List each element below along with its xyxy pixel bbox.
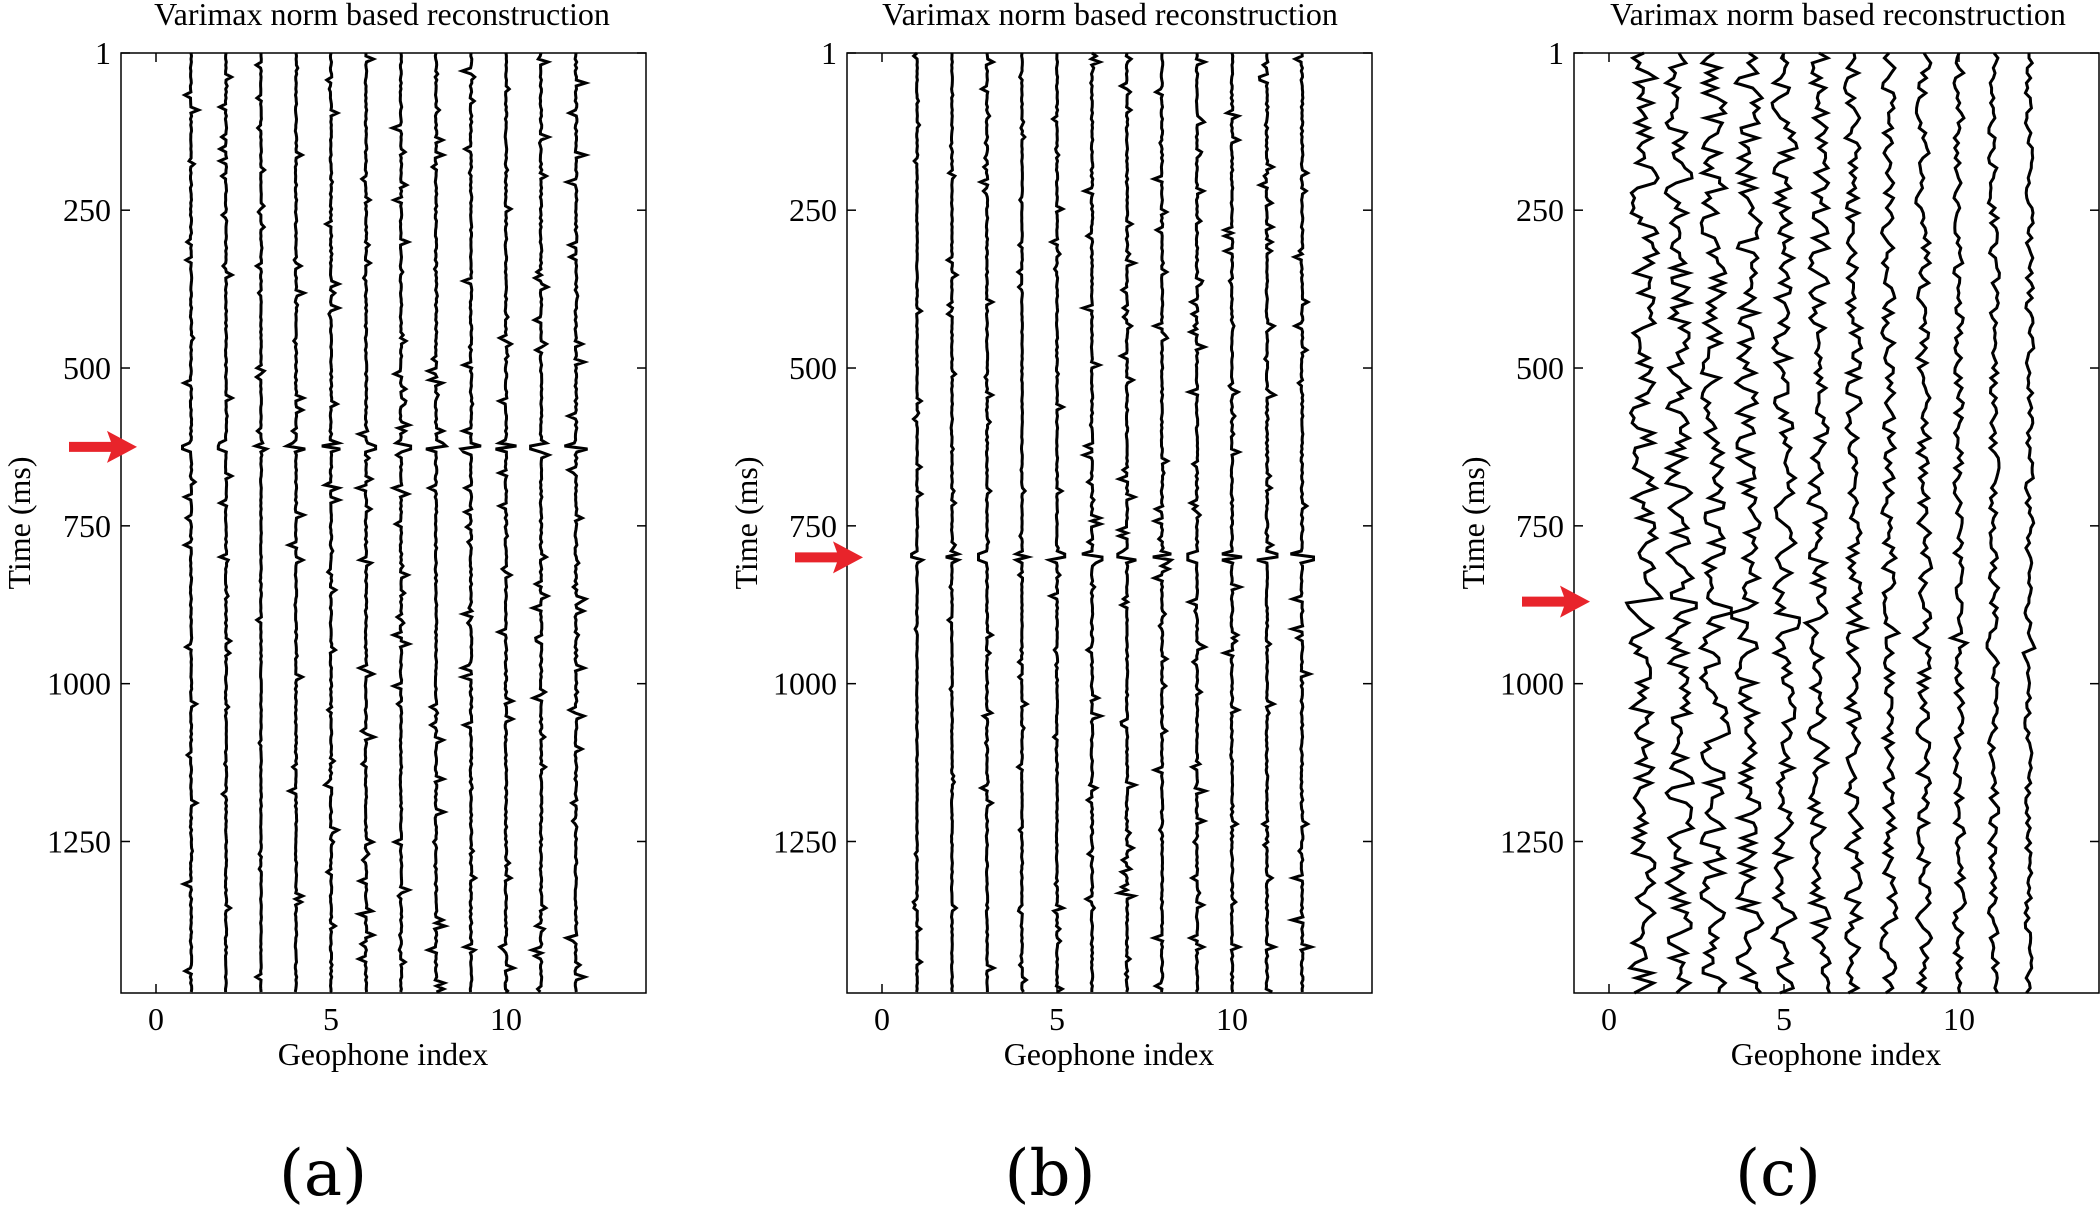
panel-b-trace-2 (944, 53, 963, 993)
panel-c-trace-1 (1624, 51, 1665, 995)
panel-b-ytick-label-0: 1 (821, 35, 837, 71)
panel-a-trace-6 (352, 52, 379, 993)
panel-a-ytick-label-5: 1250 (47, 823, 111, 859)
panel-b-trace-12 (1286, 52, 1317, 993)
panel-c-x-axis-label: Geophone index (1731, 1036, 1942, 1072)
panel-b-traces (910, 51, 1317, 994)
panel-c-ytick-label-1: 250 (1516, 192, 1564, 228)
panel-a-traces (179, 52, 591, 994)
panel-b-xtick-label-1: 5 (1049, 1001, 1065, 1037)
panel-c-trace-11 (1985, 52, 2001, 994)
panel-b-trace-3 (976, 52, 998, 992)
panel-b-trace-4 (1011, 52, 1034, 993)
panel-b-ytick-label-5: 1250 (773, 823, 837, 859)
panel-c-xtick-label-2: 10 (1943, 1001, 1975, 1037)
panel-b: Varimax norm based reconstruction 125050… (728, 0, 1373, 1211)
panel-a-trace-7 (388, 52, 414, 993)
panel-c-plot-frame (1573, 52, 2100, 994)
panel-c-traces (1624, 51, 2037, 995)
panel-b-xtick-label-2: 10 (1216, 1001, 1248, 1037)
panel-c-ytick-label-2: 500 (1516, 350, 1564, 386)
panel-b-title: Varimax norm based reconstruction (882, 0, 1338, 32)
panel-a-xtick-label-0: 0 (148, 1001, 164, 1037)
panel-b-trace-6 (1078, 51, 1106, 992)
panel-a-trace-11 (527, 52, 553, 994)
panel-c-trace-4 (1730, 51, 1765, 994)
panel-b-red-arrow (795, 541, 863, 574)
panel-c-trace-3 (1697, 51, 1733, 994)
panel-c-trace-8 (1879, 51, 1902, 995)
panel-a: Varimax norm based reconstruction 125050… (1, 0, 647, 1211)
panel-b-x-axis-label: Geophone index (1004, 1036, 1215, 1072)
panel-a-arrow-shape (69, 430, 137, 463)
panel-b-trace-10 (1219, 52, 1246, 993)
panel-a-trace-1 (179, 52, 203, 993)
panel-a-x-ticks: 0 5 10 (148, 53, 522, 1037)
panel-a-x-axis-label: Geophone index (278, 1036, 489, 1072)
panel-c-trace-9 (1911, 52, 1934, 994)
panel-b-trace-8 (1149, 52, 1175, 993)
panel-c-xtick-label-1: 5 (1776, 1001, 1792, 1037)
panel-c: Varimax norm based reconstruction 125050… (1455, 0, 2100, 1211)
panel-b-trace-9 (1184, 52, 1211, 993)
panel-a-trace-8 (423, 52, 451, 994)
panel-c-ytick-label-5: 1250 (1500, 823, 1564, 859)
panel-a-ytick-label-0: 1 (95, 35, 111, 71)
panel-a-trace-4 (281, 52, 309, 993)
panel-b-trace-5 (1044, 52, 1068, 994)
panel-a-label: (a) (279, 1137, 367, 1211)
panel-a-y-axis-label: Time (ms) (1, 456, 37, 589)
panel-c-y-axis-label: Time (ms) (1455, 456, 1491, 589)
panel-a-ytick-label-1: 250 (63, 192, 111, 228)
panel-c-x-ticks: 0 5 10 (1601, 53, 1975, 1037)
panel-a-ytick-label-2: 500 (63, 350, 111, 386)
panel-a-ytick-label-3: 750 (63, 508, 111, 544)
panel-c-ytick-label-0: 1 (1548, 35, 1564, 71)
panel-b-ytick-label-3: 750 (789, 508, 837, 544)
panel-a-plot-frame (120, 52, 647, 994)
panel-b-trace-7 (1113, 52, 1140, 993)
panel-c-trace-10 (1947, 52, 1971, 994)
panel-c-trace-12 (2021, 53, 2037, 994)
panel-b-ytick-label-4: 1000 (773, 666, 837, 702)
panel-a-trace-9 (457, 52, 482, 993)
panel-c-ytick-label-4: 1000 (1500, 666, 1564, 702)
panel-b-ytick-label-2: 500 (789, 350, 837, 386)
panel-b-y-axis-label: Time (ms) (728, 456, 764, 589)
panel-a-xtick-label-2: 10 (490, 1001, 522, 1037)
panel-c-trace-2 (1662, 52, 1698, 995)
panel-a-red-arrow (69, 430, 137, 463)
panel-a-trace-12 (562, 52, 591, 993)
panel-b-trace-1 (910, 51, 927, 993)
panel-c-trace-7 (1842, 52, 1871, 995)
panel-c-title: Varimax norm based reconstruction (1610, 0, 2066, 32)
panel-b-label: (b) (1005, 1137, 1096, 1211)
panel-c-label: (c) (1735, 1137, 1821, 1211)
panel-b-ytick-label-1: 250 (789, 192, 837, 228)
panel-c-ytick-label-3: 750 (1516, 508, 1564, 544)
panel-b-arrow-shape (795, 541, 863, 574)
panel-b-x-ticks: 0 5 10 (874, 53, 1248, 1037)
panel-b-trace-11 (1255, 52, 1280, 994)
panel-a-xtick-label-1: 5 (323, 1001, 339, 1037)
panel-c-red-arrow (1522, 585, 1590, 618)
panel-b-xtick-label-0: 0 (874, 1001, 890, 1037)
panel-a-trace-5 (320, 52, 345, 992)
panel-a-trace-2 (216, 52, 236, 993)
panel-a-trace-10 (494, 52, 519, 994)
panel-a-title: Varimax norm based reconstruction (154, 0, 610, 32)
panel-c-trace-5 (1769, 52, 1801, 995)
panel-c-xtick-label-0: 0 (1601, 1001, 1617, 1037)
panel-a-trace-3 (251, 53, 271, 993)
panel-c-arrow-shape (1522, 585, 1590, 618)
panel-a-ytick-label-4: 1000 (47, 666, 111, 702)
panel-c-trace-6 (1802, 51, 1832, 994)
panel-b-plot-frame (846, 52, 1373, 994)
